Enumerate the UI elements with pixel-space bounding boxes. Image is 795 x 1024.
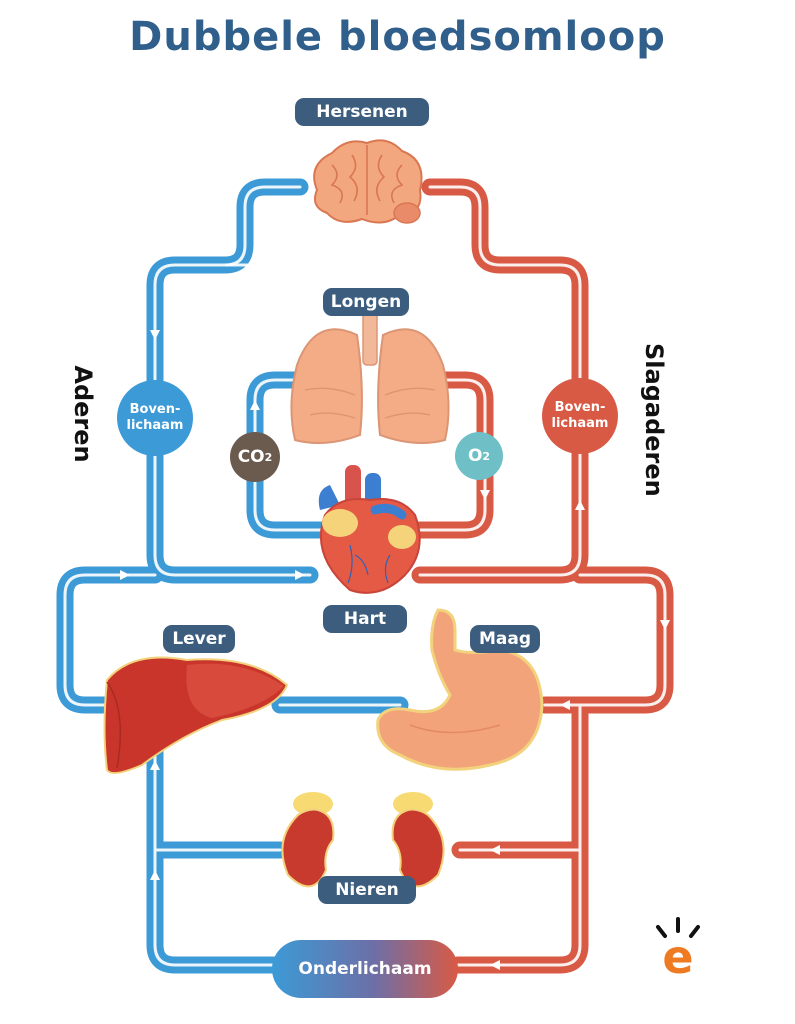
upper-body-left-line1: Boven- — [129, 402, 181, 417]
o2-text: O — [467, 446, 483, 466]
upper-body-veins-circle: Boven- lichaam — [117, 380, 193, 456]
page-title: Dubbele bloedsomloop — [129, 14, 666, 60]
upper-body-left-line2: lichaam — [126, 418, 184, 433]
upper-body-right-line2: lichaam — [551, 416, 609, 431]
label-stomach: Maag — [470, 625, 540, 653]
label-veins: Aderen — [69, 365, 97, 463]
heart-illustration — [318, 465, 421, 594]
logo-rays-icon — [656, 917, 700, 938]
o2-subscript: 2 — [482, 449, 491, 463]
label-heart: Hart — [323, 605, 407, 633]
co2-text: CO — [237, 447, 265, 467]
label-liver: Lever — [163, 625, 235, 653]
upper-body-right-line1: Boven- — [554, 400, 606, 415]
lower-body-pill: Onderlichaam — [272, 940, 458, 998]
label-brain: Hersenen — [295, 98, 429, 126]
logo-letter: e — [662, 930, 694, 984]
label-lungs: Longen — [323, 288, 409, 316]
label-kidneys: Nieren — [318, 876, 416, 904]
label-arteries: Slagaderen — [640, 343, 668, 497]
liver-illustration — [103, 656, 289, 775]
kidneys-illustration — [281, 792, 445, 888]
co2-subscript: 2 — [264, 450, 273, 464]
upper-body-arteries-circle: Boven- lichaam — [542, 378, 618, 454]
brain-illustration — [313, 139, 423, 224]
lungs-illustration — [290, 310, 450, 444]
brand-logo: e — [648, 915, 708, 987]
flow-arrows — [120, 260, 670, 970]
